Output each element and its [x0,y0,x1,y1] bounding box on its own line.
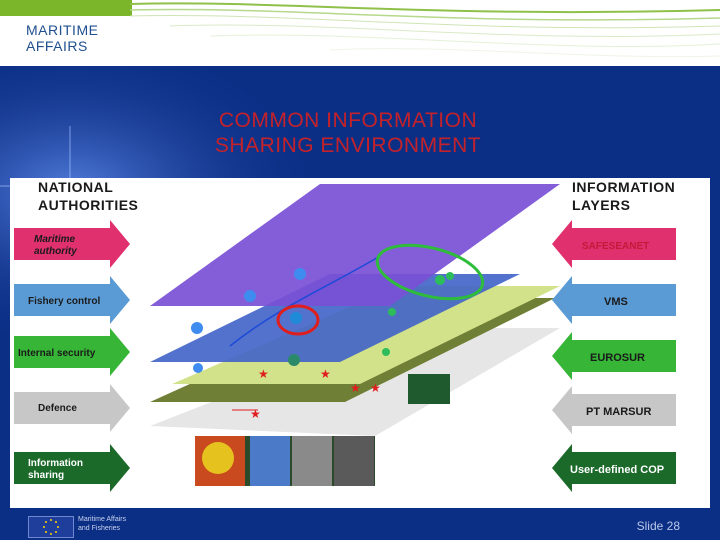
svg-text:★: ★ [258,367,269,381]
svg-text:★: ★ [350,381,361,395]
arrow-pt-marsur: PT MARSUR [552,386,676,434]
arrow-safeseanet: SAFESEANET [552,220,676,268]
slide-header: MARITIME AFFAIRS [0,0,720,66]
arrow-user-defined-cop: User-defined COP [552,444,676,492]
diagram-title-line2: SHARING ENVIRONMENT [214,134,482,157]
information-layers-heading: INFORMATION LAYERS [572,178,675,214]
svg-text:★: ★ [370,381,381,395]
left-arrows: Maritime authority Fishery control Inter… [14,220,130,492]
arrow-label: VMS [604,296,628,308]
arrow-label: User-defined COP [570,464,664,476]
diagram-title-line1: COMMON INFORMATION [218,109,478,132]
arrow-maritime-authority: Maritime authority [14,220,130,268]
arrow-label-line1: Fishery control [28,296,100,307]
layers-heading-line1: INFORMATION [572,179,676,195]
header-swooshes [130,2,720,58]
vessel-markers [191,268,454,373]
diagram-title: COMMON INFORMATION SHARING ENVIRONMENT [178,108,518,158]
national-heading-line2: AUTHORITIES [38,197,139,213]
arrow-defence: Defence [14,384,130,432]
arrow-label: SAFESEANET [582,241,649,252]
slide-main: COMMON INFORMATION SHARING ENVIRONMENT [0,66,720,512]
national-authorities-heading: NATIONAL AUTHORITIES [38,178,138,214]
arrow-internal-security: Internal security [14,328,130,376]
arrow-label-line1: Maritime [34,234,76,245]
slide-number: Slide 28 [636,519,680,533]
arrow-label-line1: Information [28,458,83,469]
arrow-vms: VMS [552,276,676,324]
arrow-information-sharing: Information sharing [14,444,130,492]
ship-photo [408,374,450,404]
slide-footer: Maritime Affairs and Fisheries Slide 28 [0,512,720,540]
layers-diagram: ★ ★ ★ ★ ★ [150,184,560,486]
right-arrows: SAFESEANET VMS EUROSUR PT MARSUR User-de… [552,220,676,492]
arrow-label-line1: Internal security [18,348,96,359]
arrow-label: EUROSUR [590,352,645,364]
satellite-imagery [195,436,375,486]
header-title-line1: MARITIME [26,22,99,38]
arrow-label-line1: Defence [38,403,77,414]
dg-line2: and Fisheries [78,525,121,532]
header-title-line2: AFFAIRS [26,38,88,54]
highlight-circle-green [375,243,485,301]
arrow-fishery-control: Fishery control [14,276,130,324]
arrow-eurosur: EUROSUR [552,332,676,380]
highlight-circle-red [276,304,320,336]
dg-line1: Maritime Affairs [78,516,127,523]
arrow-label-line2: authority [34,246,77,257]
eu-flag-icon [28,516,74,538]
header-title: MARITIME AFFAIRS [26,22,98,54]
layers-heading-line2: LAYERS [572,197,631,213]
arrow-label-line2: sharing [28,470,64,481]
safeseanet-layer [150,184,560,306]
national-heading-line1: NATIONAL [38,179,114,195]
dg-mare-label: Maritime Affairs and Fisheries [78,515,126,533]
incident-markers: ★ ★ ★ ★ ★ [250,367,381,421]
svg-text:★: ★ [250,407,261,421]
header-green-bar [0,0,132,16]
arrow-label: PT MARSUR [586,406,651,418]
svg-text:★: ★ [320,367,331,381]
